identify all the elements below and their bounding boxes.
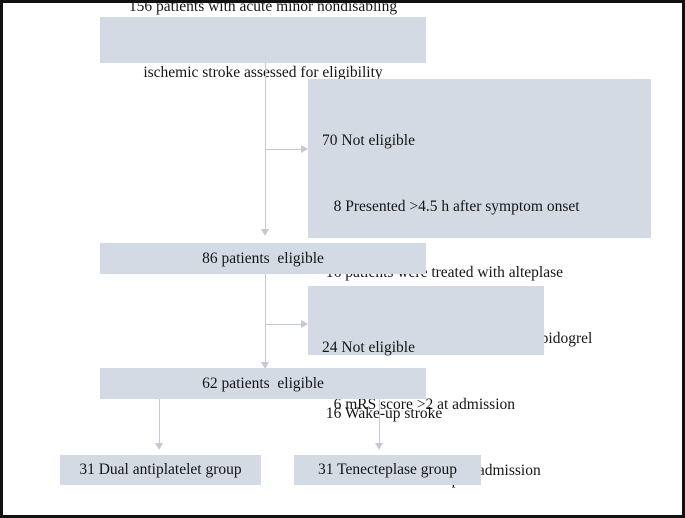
arrowhead-branch-to-exclusion1	[301, 144, 308, 153]
arm-right-label: 31 Tenecteplase group	[318, 461, 457, 478]
arrowhead-enrollment-to-eligible1	[260, 229, 269, 236]
exclusion1-item-0: 8 Presented >4.5 h after symptom onset	[322, 198, 580, 215]
connector-branch-to-exclusion1	[265, 149, 303, 151]
arm-left-label: 31 Dual antiplatelet group	[79, 461, 242, 478]
connector-eligible2-to-arm-left	[158, 399, 160, 445]
exclusion1-header: 70 Not eligible	[322, 132, 415, 149]
exclusion2-item-0: 16 Wake-up stroke	[322, 405, 443, 422]
arrowhead-eligible1-to-eligible2	[260, 362, 269, 369]
connector-branch-to-exclusion2	[265, 324, 303, 326]
arrowhead-arm-left	[154, 443, 163, 450]
arrowhead-arm-right	[374, 443, 383, 450]
eligible2-label: 62 patients eligible	[202, 374, 324, 392]
node-arm-left: 31 Dual antiplatelet group	[60, 455, 261, 485]
connector-enrollment-to-eligible1	[264, 63, 266, 231]
arrowhead-branch-to-exclusion2	[301, 319, 308, 328]
node-exclusion-1: 70 Not eligible 8 Presented >4.5 h after…	[308, 79, 651, 479]
connector-eligible2-to-arm-right	[378, 399, 380, 445]
exclusion1-item-3: 6 mRS score >2 at admission	[322, 396, 516, 413]
node-exclusion-2: 24 Not eligible 16 Wake-up stroke 8 Loss…	[308, 286, 544, 488]
node-eligible-1: 86 patients eligible	[100, 243, 426, 274]
node-arm-right: 31 Tenecteplase group	[294, 455, 481, 485]
eligible1-label: 86 patients eligible	[202, 249, 324, 267]
enrollment-line-1: 156 patients with acute minor nondisabli…	[128, 0, 398, 15]
node-enrollment: 156 patients with acute minor nondisabli…	[100, 3, 426, 81]
exclusion2-header: 24 Not eligible	[322, 339, 415, 356]
enrollment-line-2: ischemic stroke assessed for eligibility	[143, 64, 383, 81]
node-eligible-2: 62 patients eligible	[100, 368, 426, 399]
enrollment-text: 156 patients with acute minor nondisabli…	[128, 0, 398, 128]
connector-eligible1-to-eligible2	[264, 274, 266, 364]
